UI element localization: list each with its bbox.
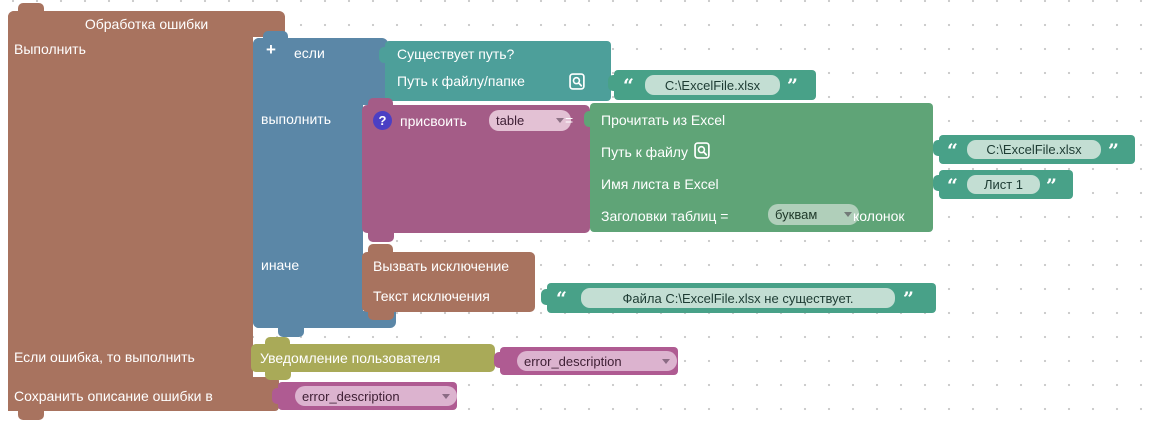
if-add-branch-icon[interactable]: +	[266, 40, 276, 59]
try-block-title-row[interactable]: Обработка ошибки	[8, 11, 285, 37]
string-error-connector	[541, 289, 549, 305]
read-excel-headers-dropdown[interactable]: буквам	[768, 204, 859, 225]
assign-label: присвоить	[400, 113, 467, 129]
string-path1-field[interactable]: C:\ExcelFile.xlsx	[645, 75, 780, 95]
read-excel-sheet-label: Имя листа в Excel	[601, 176, 719, 192]
open-quote-icon: “	[947, 175, 958, 197]
assign-variable-dropdown[interactable]: table	[489, 110, 571, 131]
file-search-icon[interactable]	[569, 73, 586, 90]
read-excel-connector	[584, 111, 592, 127]
notify-top-bump	[265, 337, 290, 347]
raise-top-bump	[368, 244, 393, 254]
if-do-label: выполнить	[261, 111, 331, 127]
path-exists-title: Существует путь?	[397, 46, 515, 62]
try-save-label: Сохранить описание ошибки в	[14, 388, 213, 404]
notify-body[interactable]	[251, 344, 495, 372]
try-block-save-row	[8, 377, 279, 411]
string-error-field[interactable]: Файла C:\ExcelFile.xlsx не существует.	[581, 288, 895, 308]
if-block-top-bump	[263, 31, 288, 41]
notify-title: Уведомление пользователя	[260, 350, 441, 366]
raise-bottom-bump	[368, 311, 394, 320]
if-label: если	[294, 45, 325, 61]
path-exists-body[interactable]	[385, 41, 611, 101]
open-quote-icon: “	[556, 288, 567, 310]
try-block-body[interactable]	[8, 11, 253, 411]
open-quote-icon: “	[947, 140, 958, 162]
read-excel-headers-label: Заголовки таблиц =	[601, 208, 729, 224]
close-quote-icon: ”	[903, 288, 914, 310]
try-do-label: Выполнить	[14, 41, 86, 57]
notify-bottom-bump	[265, 371, 291, 380]
read-excel-headers-suffix: колонок	[853, 208, 905, 224]
if-block-bottom-bump	[278, 327, 304, 337]
raise-text-label: Текст исключения	[373, 288, 490, 304]
raise-body[interactable]	[362, 252, 535, 312]
dropdown-arrow-icon	[844, 212, 852, 217]
save-variable-value: error_description	[302, 388, 400, 404]
read-excel-title: Прочитать из Excel	[601, 112, 726, 128]
assign-bottom-bump	[368, 232, 394, 242]
close-quote-icon: ”	[787, 75, 798, 97]
read-excel-headers-value: буквам	[775, 207, 818, 222]
if-block-top-row[interactable]	[253, 38, 388, 105]
raise-title: Вызвать исключение	[373, 258, 510, 274]
dropdown-arrow-icon	[442, 393, 450, 399]
string-sheet-connector	[933, 175, 941, 191]
read-excel-body[interactable]	[590, 103, 933, 232]
save-variable-dropdown[interactable]: error_description	[295, 386, 457, 406]
path-exists-path-label: Путь к файлу/папке	[397, 73, 525, 89]
help-icon[interactable]: ?	[373, 111, 392, 130]
close-quote-icon: ”	[1046, 175, 1057, 197]
if-else-label: иначе	[261, 257, 300, 273]
string-path2-field[interactable]: C:\ExcelFile.xlsx	[967, 140, 1101, 159]
open-quote-icon: “	[623, 75, 634, 97]
path-exists-connector	[379, 47, 387, 63]
try-block-bottom-bump	[18, 409, 44, 420]
string-path2-connector	[933, 140, 941, 156]
save-variable-connector	[272, 388, 280, 404]
close-quote-icon: ”	[1108, 140, 1119, 162]
assign-top-bump	[368, 98, 393, 108]
notify-variable-connector	[494, 352, 502, 368]
try-block-title: Обработка ошибки	[84, 16, 209, 32]
try-catch-label: Если ошибка, то выполнить	[14, 349, 195, 365]
assign-equals: =	[565, 112, 574, 128]
notify-variable-dropdown[interactable]: error_description	[517, 351, 677, 371]
assign-variable-value: table	[496, 113, 525, 128]
dropdown-arrow-icon	[662, 358, 670, 364]
string-sheet-field[interactable]: Лист 1	[967, 175, 1040, 194]
notify-variable-value: error_description	[524, 353, 622, 369]
if-block-bottom-strip	[253, 311, 396, 328]
string-path1-connector	[608, 75, 616, 91]
read-excel-path-label: Путь к файлу	[601, 144, 688, 160]
file-search-icon[interactable]	[694, 142, 711, 159]
dropdown-arrow-icon	[556, 118, 564, 123]
